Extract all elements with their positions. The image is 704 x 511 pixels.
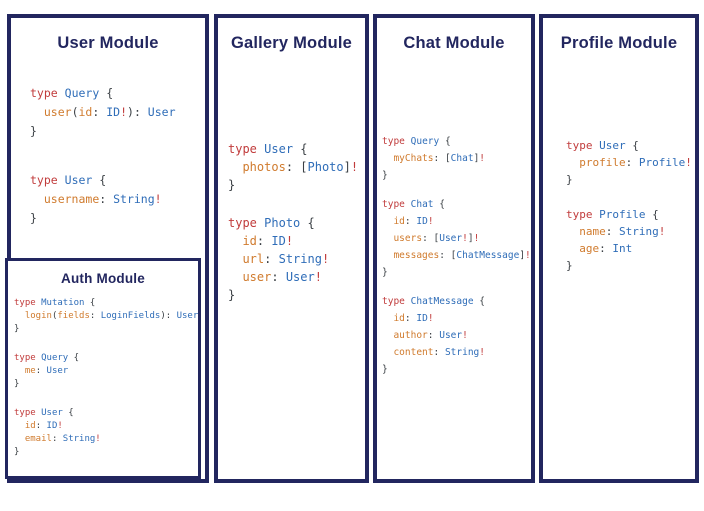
module-title-profile: Profile Module [560, 34, 678, 52]
schema-code-profile: type User { profile: Profile!}type Profi… [566, 139, 692, 272]
module-panel-gallery: Gallery Module type User { photos: [Phot… [214, 14, 369, 483]
module-title-chat: Chat Module [403, 34, 505, 52]
module-panel-chat: Chat Module type Query { myChats: [Chat]… [373, 14, 535, 483]
schema-code-chat: type Query { myChats: [Chat]!}type Chat … [382, 136, 531, 375]
module-title-gallery: Gallery Module [230, 34, 353, 52]
module-title-auth: Auth Module [61, 271, 145, 286]
module-panel-auth: Auth Module type Mutation { login(fields… [5, 258, 201, 479]
module-title-user: User Module [57, 34, 159, 52]
module-panel-profile: Profile Module type User { profile: Prof… [539, 14, 699, 483]
schema-code-auth: type Mutation { login(fields: LoginField… [14, 298, 199, 457]
schema-code-gallery: type User { photos: [Photo]!}type Photo … [228, 142, 359, 302]
schema-code-user: type Query { user(id: ID!): User}type Us… [30, 86, 176, 225]
